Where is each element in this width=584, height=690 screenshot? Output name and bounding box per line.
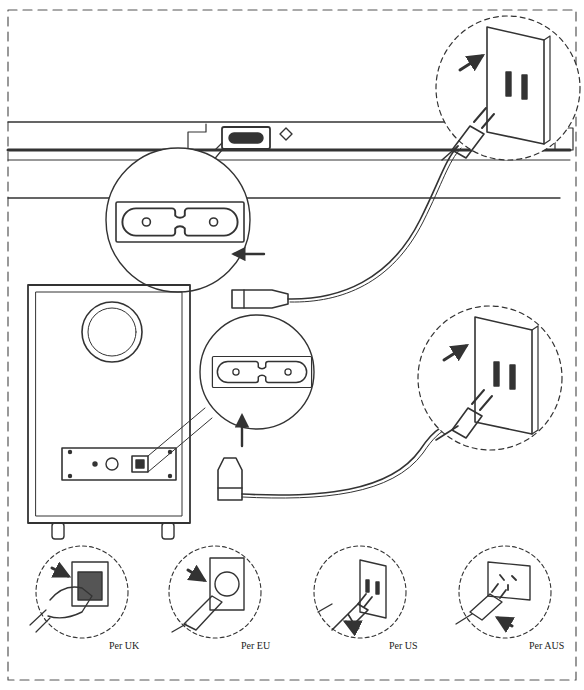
us-plug-variant: [314, 546, 406, 638]
aus-plug-variant: [456, 546, 551, 638]
subwoofer-socket-magnifier: [148, 315, 314, 472]
region-label: Per UK: [108, 640, 140, 652]
soundbar-socket-magnifier: [106, 143, 250, 292]
wall-outlet-magnifier: [418, 306, 562, 450]
region-label: Per AUS: [528, 640, 565, 652]
eu-plug-variant: [169, 546, 261, 638]
region-label: Per US: [388, 640, 419, 652]
soundbar-power-plug: [232, 146, 461, 308]
wall-outlet-magnifier: [436, 16, 580, 160]
subwoofer-power-plug: [218, 416, 472, 500]
region-label: Per EU: [240, 640, 271, 652]
subwoofer: [28, 285, 190, 539]
uk-plug-variant: [30, 546, 128, 638]
